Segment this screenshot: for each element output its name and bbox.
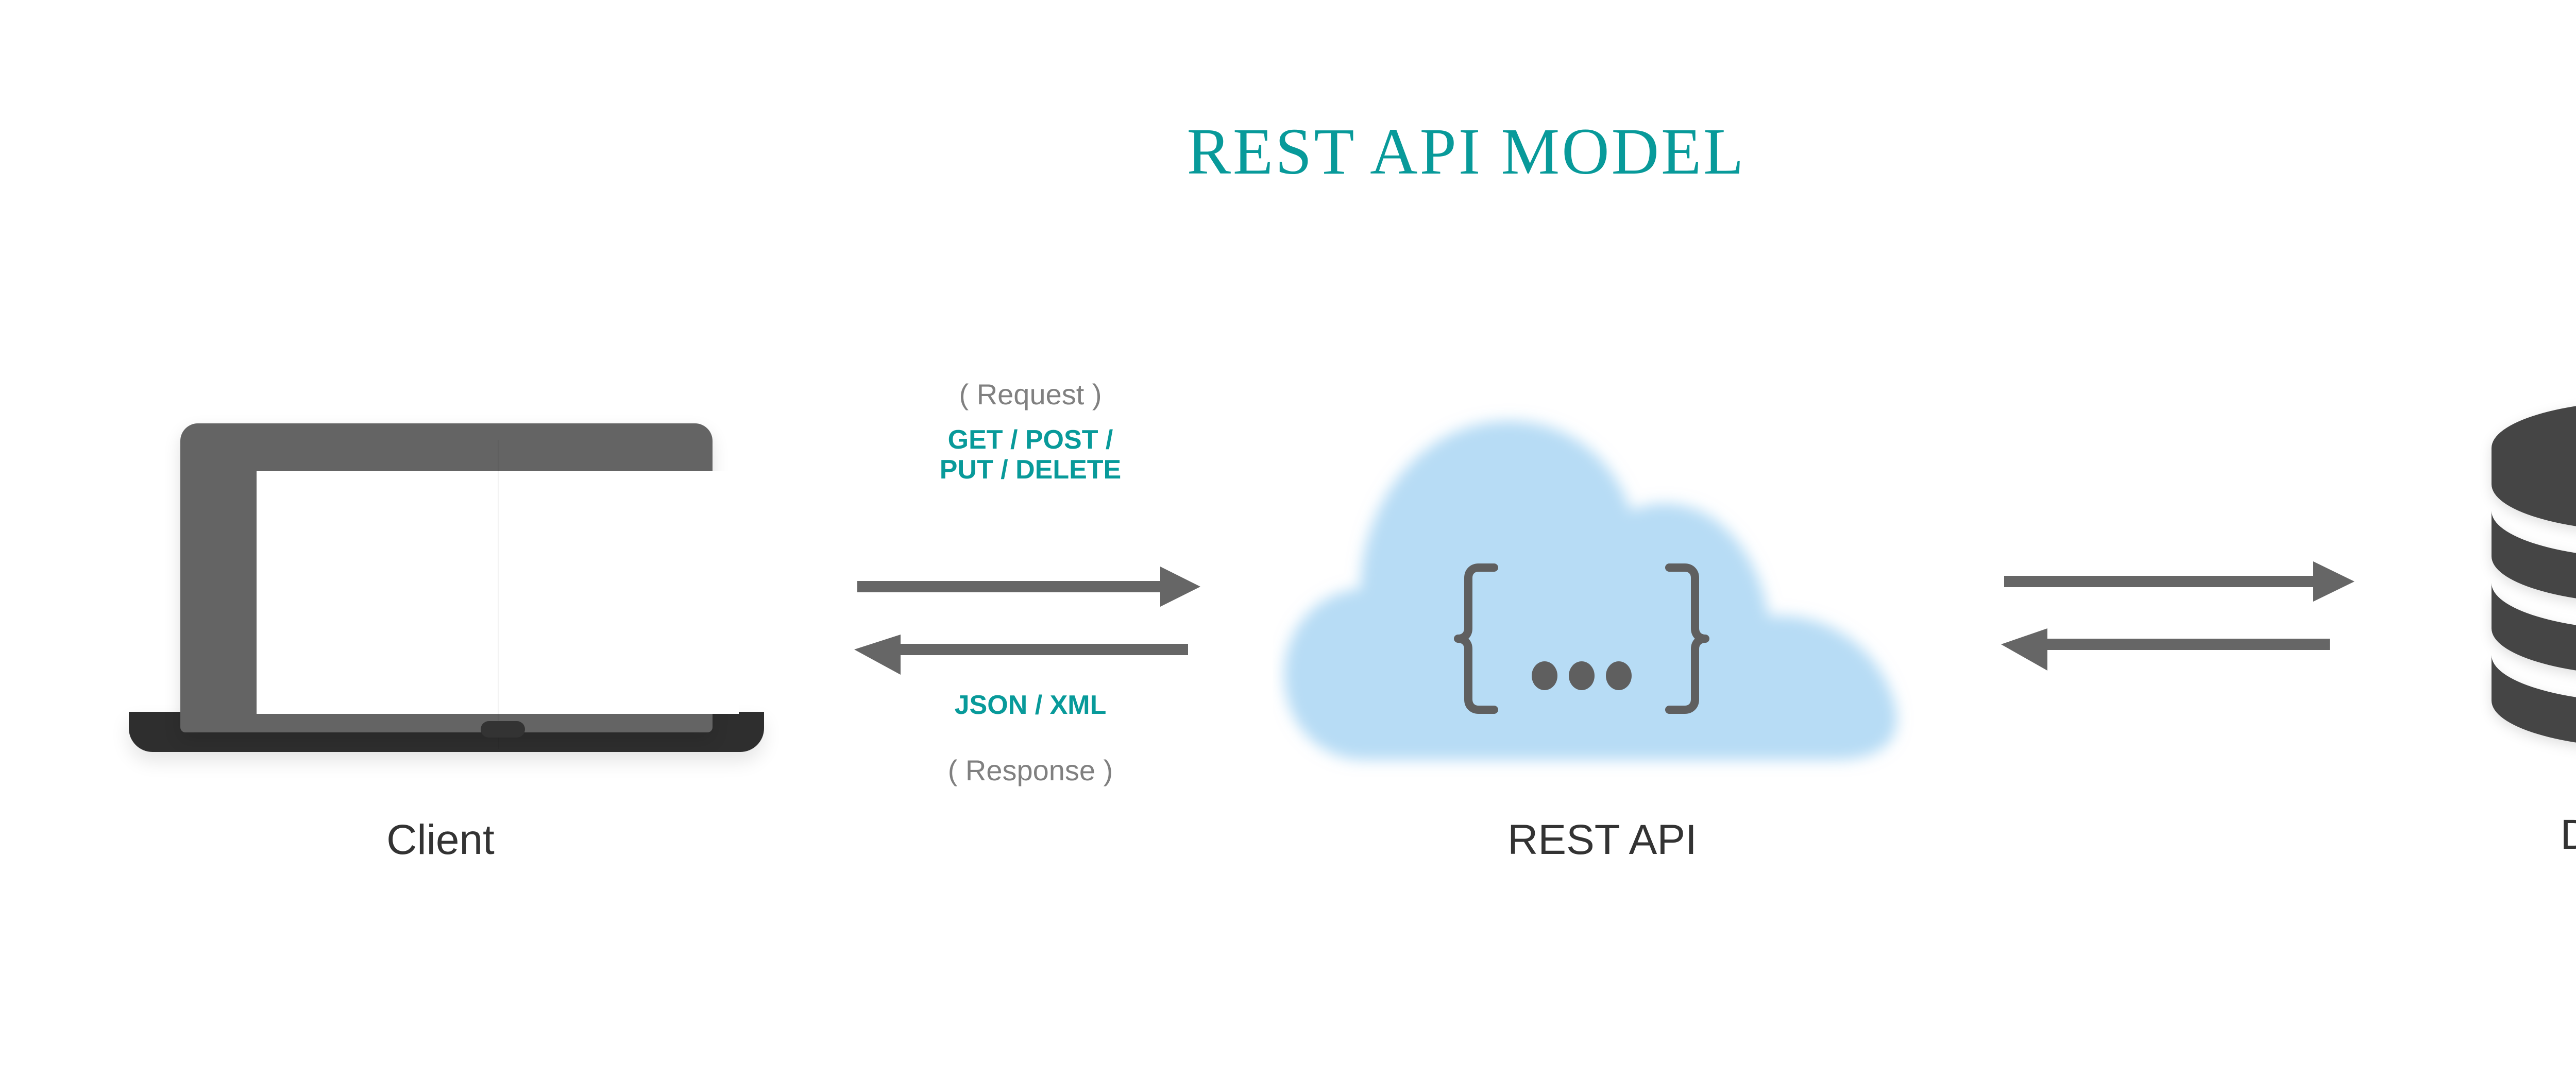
cloud-icon [1273, 386, 1942, 788]
request-methods-line-2: PUT / DELETE [939, 455, 1122, 485]
right-brace-icon [1665, 563, 1709, 714]
laptop-icon [129, 407, 793, 767]
database-cylinder-icon [2468, 391, 2576, 762]
cloud-shape [1284, 421, 1897, 760]
laptop-hinge-notch [481, 721, 525, 738]
database-disk-1 [2492, 406, 2576, 526]
database-disk-3 [2492, 583, 2576, 671]
arrow-left-database-to-api [2001, 628, 2330, 671]
restapi-label: REST API [1507, 816, 1697, 863]
client-label: Client [386, 816, 495, 863]
arrow-right-api-to-database [2004, 561, 2354, 602]
database-disk-4 [2492, 655, 2576, 743]
left-brace-icon [1454, 563, 1498, 714]
laptop-seam-line [498, 440, 499, 749]
request-label: ( Request ) [959, 378, 1102, 410]
api-database-arrows [2001, 561, 2354, 671]
response-format: JSON / XML [845, 690, 1216, 720]
page-title: REST API MODEL [1187, 115, 1746, 188]
request-methods-line-1: GET / POST / [947, 425, 1113, 455]
arrow-right-client-to-api [857, 567, 1200, 607]
laptop-screen [257, 471, 739, 714]
ellipsis-dots-icon [1532, 661, 1632, 690]
database-disk-2 [2492, 511, 2576, 598]
response-label: ( Response ) [947, 754, 1113, 786]
response-format-label: JSON / XML [954, 690, 1107, 720]
client-api-arrows [854, 567, 1200, 675]
arrow-left-api-to-client [854, 635, 1188, 675]
database-disks [2492, 406, 2576, 743]
laptop-lid [180, 423, 739, 749]
database-label: Database [2560, 811, 2576, 858]
request-methods: GET / POST / PUT / DELETE [845, 425, 1216, 485]
